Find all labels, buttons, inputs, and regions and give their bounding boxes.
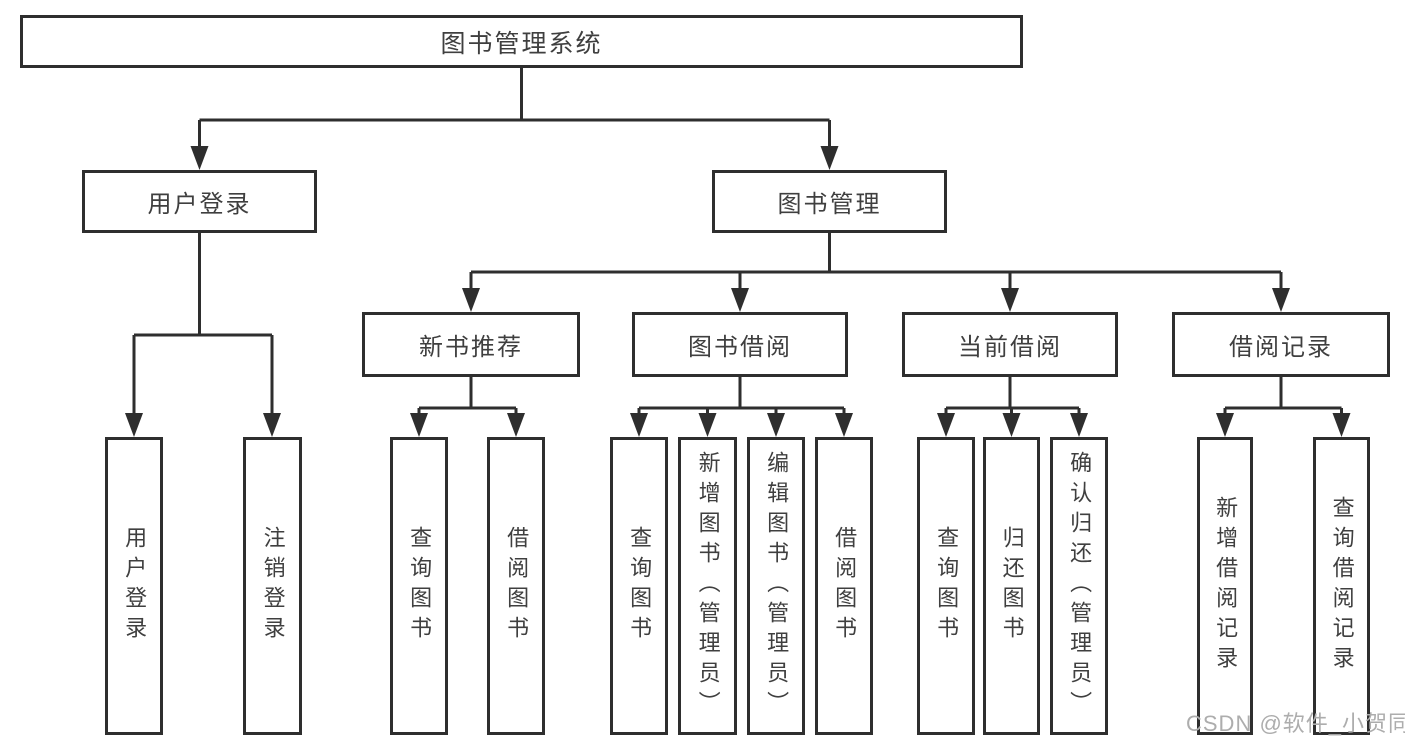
node-borrow-records: 借阅记录 [1172,312,1390,377]
node-book-borrow: 图书借阅 [632,312,848,377]
arrowheads [125,146,1351,437]
node-user-login-module: 用户登录 [82,170,317,233]
node-edit-books-admin: 编辑图书（管理员） [747,437,805,735]
node-query-books-recommend: 查询图书 [390,437,448,735]
node-add-books-admin: 新增图书（管理员） [678,437,737,735]
node-query-borrow-record: 查询借阅记录 [1313,437,1370,735]
node-query-books-borrow: 查询图书 [610,437,668,735]
node-confirm-return-admin: 确认归还（管理员） [1050,437,1108,735]
node-book-management: 图书管理 [712,170,947,233]
node-return-books: 归还图书 [983,437,1040,735]
node-current-borrow: 当前借阅 [902,312,1118,377]
node-logout-leaf: 注销登录 [243,437,302,735]
node-borrow-books-leaf: 借阅图书 [815,437,873,735]
csdn-watermark: CSDN @软件_小贺同学 [1186,711,1405,736]
node-add-borrow-record: 新增借阅记录 [1197,437,1253,735]
node-user-login-leaf: 用户登录 [105,437,163,735]
node-borrow-books-recommend: 借阅图书 [487,437,545,735]
node-query-books-current: 查询图书 [917,437,975,735]
node-new-book-recommend: 新书推荐 [362,312,580,377]
node-library-system: 图书管理系统 [20,15,1023,68]
